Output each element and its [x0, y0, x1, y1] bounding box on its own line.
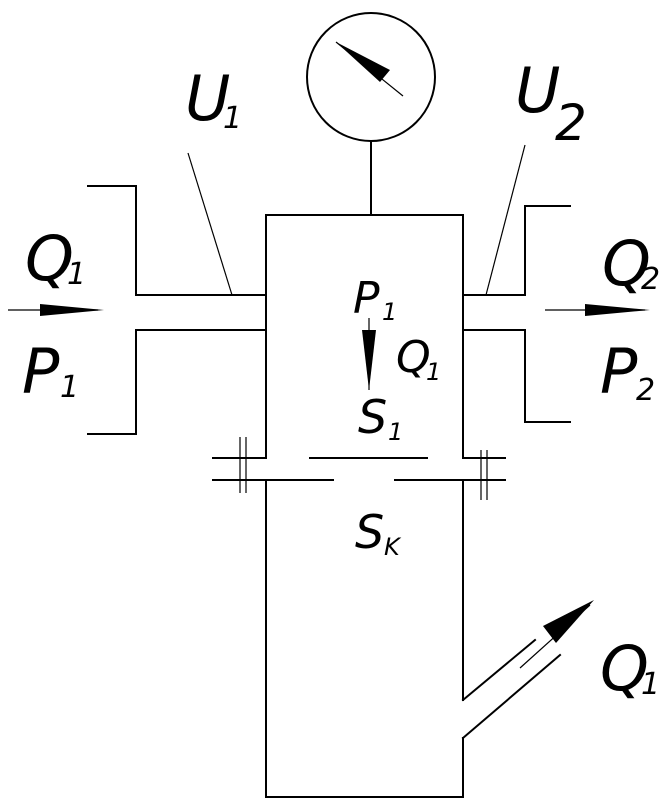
label-u2-sub: 2	[555, 94, 587, 152]
u2-leader	[485, 144, 526, 296]
label-q1-leak-sub: 1	[641, 667, 660, 702]
label-p1-inner-sub: 1	[382, 298, 397, 326]
inlet-pipe-top	[87, 185, 267, 296]
inlet-pipe	[8, 185, 267, 435]
leak-pipe-upper	[461, 638, 537, 702]
labels: U 1 U 2 Q 1 P 1 Q 2 P 2 P 1 Q 1 S 1 S K …	[22, 54, 660, 705]
label-sk-sub: K	[384, 533, 402, 561]
outlet-pipe-top	[462, 205, 571, 296]
label-u2: U	[515, 54, 560, 127]
gauge-needle-head	[336, 42, 390, 82]
label-q1-leak: Q	[600, 632, 649, 705]
label-u1-sub: 1	[223, 101, 242, 136]
leak-outlet	[461, 600, 594, 740]
label-u1: U	[185, 62, 230, 135]
label-q1-in: Q	[25, 222, 74, 295]
label-s1: S	[358, 390, 387, 444]
inlet-pipe-bottom	[87, 329, 267, 435]
leak-flow-arrow	[543, 600, 594, 643]
gauge-dial	[306, 12, 436, 142]
pressure-gauge	[306, 12, 436, 216]
valve-seat	[212, 437, 506, 500]
outlet-pipe	[462, 205, 650, 423]
label-q1-inner: Q	[396, 332, 431, 383]
valve-body	[265, 214, 464, 798]
label-p1-in-sub: 1	[60, 370, 79, 405]
label-p2-out: P	[600, 335, 638, 408]
body-upper-outline	[265, 214, 464, 459]
label-q2-out: Q	[602, 227, 651, 300]
label-p1-inner: P	[353, 273, 380, 324]
label-q1-inner-sub: 1	[426, 358, 441, 386]
outlet-pipe-bottom	[462, 329, 571, 423]
internal-flow-arrow	[362, 330, 376, 390]
label-sk: S	[355, 505, 384, 559]
u1-leader	[187, 152, 233, 296]
internal-flow	[362, 318, 376, 390]
inlet-flow-arrow	[40, 304, 104, 316]
label-p1-in: P	[22, 335, 60, 408]
outlet-flow-arrow	[585, 304, 650, 316]
label-q2-out-sub: 2	[641, 262, 660, 297]
leak-pipe-lower	[461, 653, 562, 740]
label-p2-out-sub: 2	[636, 373, 655, 408]
body-lower-outline	[265, 479, 464, 798]
label-q1-in-sub: 1	[67, 257, 86, 292]
label-s1-sub: 1	[388, 418, 403, 446]
